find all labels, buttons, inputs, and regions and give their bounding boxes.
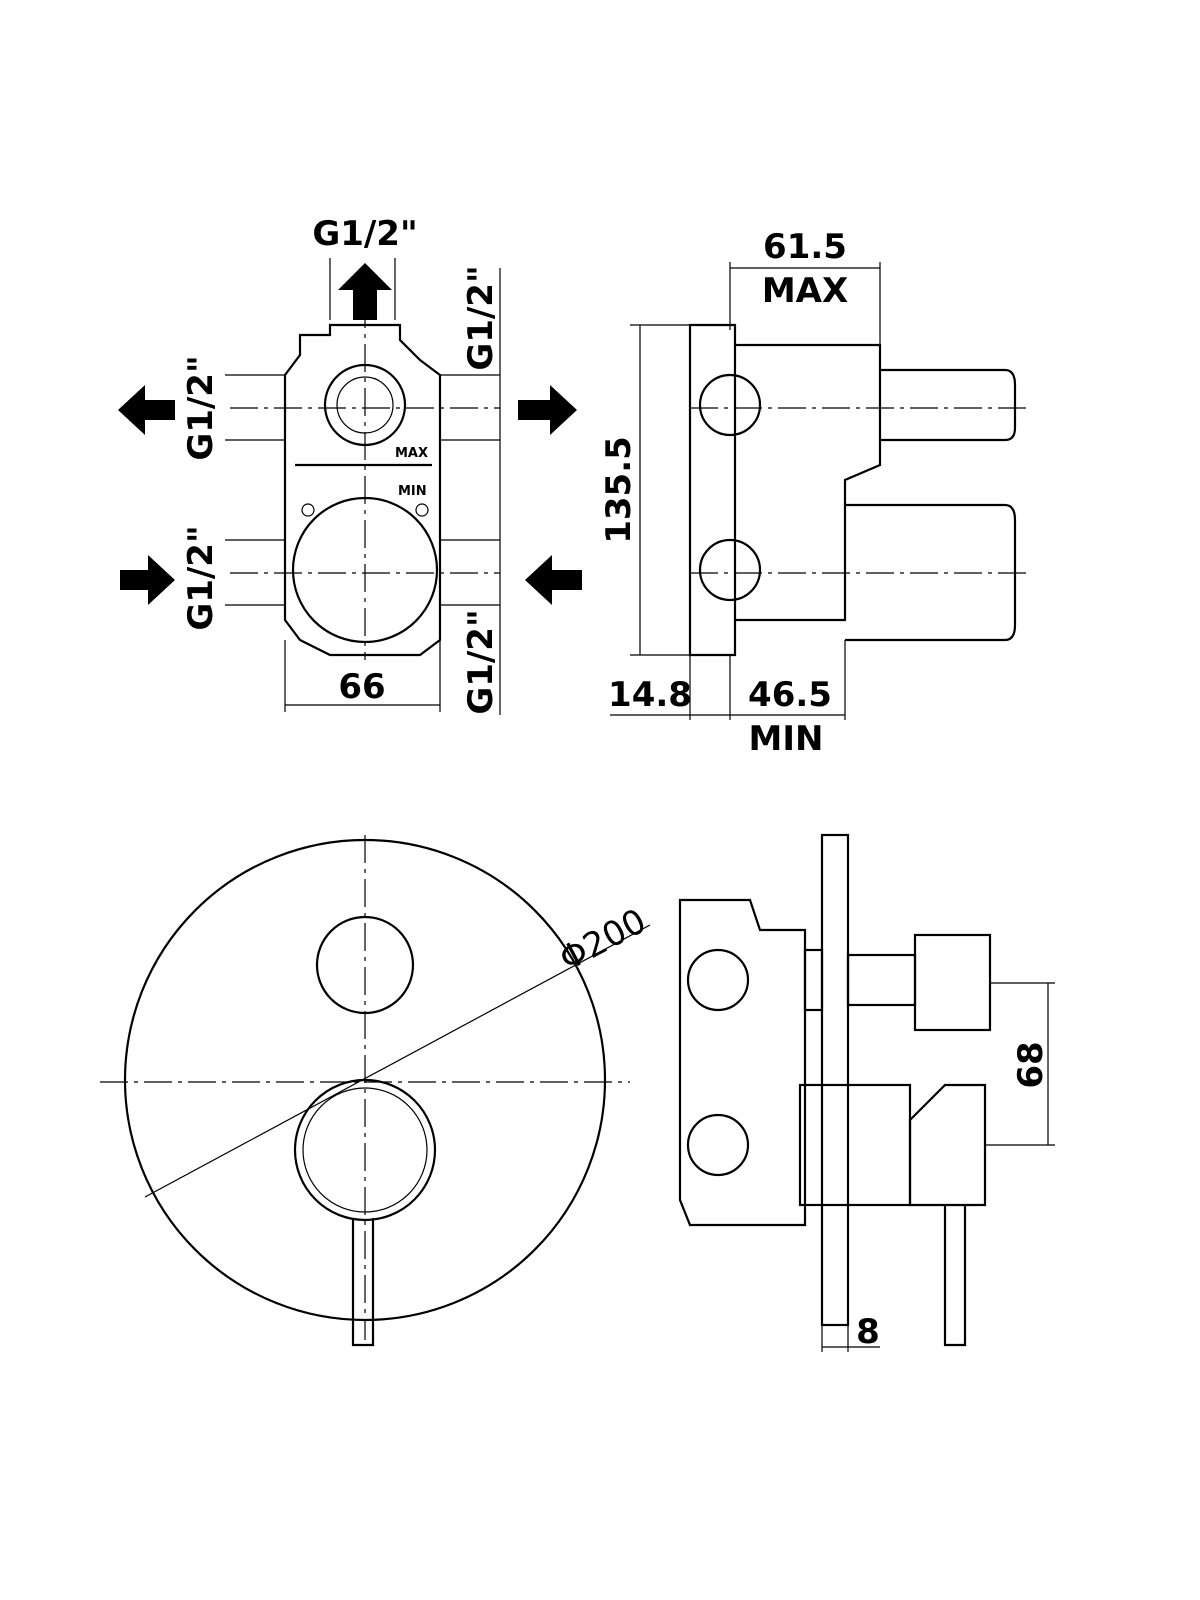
diverter-knob-side	[913, 933, 992, 1032]
right-upper-pipe	[440, 374, 500, 441]
left-upper-pipe	[225, 374, 285, 441]
max-mark: MAX	[395, 446, 428, 461]
cover-plate-view: Φ200	[100, 835, 653, 1347]
arrow-left-icon	[118, 385, 175, 435]
screw-icon	[415, 503, 429, 517]
cover-plate-edge	[820, 833, 850, 1327]
top-pipe	[329, 258, 396, 320]
arrow-right-icon	[120, 555, 175, 605]
valve-body-side	[678, 898, 807, 1227]
left-lower-pipe	[225, 539, 285, 606]
upper-stub	[880, 368, 1017, 442]
max-label: MAX	[762, 271, 848, 311]
side-body	[735, 343, 882, 622]
top-port-label: G1/2"	[312, 214, 417, 254]
right-lower-port-label: G1/2"	[461, 609, 501, 714]
diameter-line	[144, 924, 651, 1198]
min-mark: MIN	[398, 484, 427, 499]
arrow-left-icon	[525, 555, 582, 605]
thickness-dimension	[821, 1325, 880, 1352]
lever-cylinder	[798, 1083, 912, 1207]
height-label: 135.5	[599, 436, 639, 544]
installed-side-view: 68 8	[678, 833, 1055, 1352]
left-lower-port-label: G1/2"	[181, 525, 221, 630]
depth-min-dimension	[610, 640, 846, 720]
adapter	[803, 948, 824, 1012]
depth-max-label: 61.5	[763, 227, 847, 267]
width-dimension	[284, 640, 441, 712]
front-view: G1/2" G1/2" G1/2" G1/2" G1/2" MAX MIN 66	[118, 214, 582, 715]
diverter-stem	[846, 953, 917, 1007]
right-lower-pipe	[440, 539, 500, 606]
upper-inlet-circle	[698, 373, 762, 437]
lower-inlet-circle	[698, 538, 762, 602]
plate-offset-label: 14.8	[608, 675, 692, 715]
diameter-label: Φ200	[553, 901, 653, 979]
left-upper-port-label: G1/2"	[181, 355, 221, 460]
depth-max-dimension	[729, 262, 881, 345]
lower-inlet-circle	[686, 1113, 750, 1177]
height-dimension	[630, 324, 690, 656]
thickness-label: 8	[856, 1312, 880, 1352]
lever-stem-side	[943, 1205, 967, 1347]
arrow-right-icon	[518, 385, 577, 435]
lever-body-side	[908, 1083, 987, 1207]
side-view: 135.5 61.5 MAX 14.8 46.5 MIN	[599, 227, 1030, 759]
spacing-label: 68	[1011, 1041, 1051, 1088]
right-upper-port-label: G1/2"	[461, 265, 501, 370]
width-label: 66	[338, 667, 385, 707]
min-label: MIN	[749, 719, 824, 759]
screw-icon	[301, 503, 315, 517]
mounting-plate	[688, 323, 737, 657]
depth-min-label: 46.5	[748, 675, 832, 715]
lever-handle	[351, 1218, 375, 1347]
upper-inlet-circle	[686, 948, 750, 1012]
arrow-up-icon	[338, 263, 392, 320]
spacing-dimension	[985, 982, 1055, 1146]
